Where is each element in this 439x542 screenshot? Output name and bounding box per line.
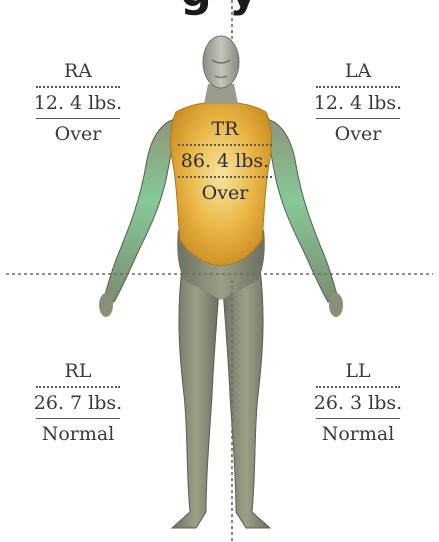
segment-ll-rule-top — [316, 386, 400, 388]
segment-rl-rule-bottom — [36, 418, 120, 419]
segment-ra-weight: 12. 4 lbs. — [28, 90, 128, 116]
segment-tr: TR 86. 4 lbs. Over — [170, 116, 280, 206]
segment-rl-status: Normal — [28, 421, 128, 447]
segment-tr-name: TR — [170, 116, 280, 142]
segment-rl-weight: 26. 7 lbs. — [28, 390, 128, 416]
segment-ra-rule-top — [36, 86, 120, 88]
segment-ra-rule-bottom — [36, 118, 120, 119]
segment-tr-rule-top — [178, 144, 272, 146]
segment-la-rule-top — [316, 86, 400, 88]
segment-ra-name: RA — [28, 58, 128, 84]
segment-ll-status: Normal — [308, 421, 408, 447]
segment-ra: RA 12. 4 lbs. Over — [28, 58, 128, 147]
segment-tr-weight: 86. 4 lbs. — [170, 148, 280, 174]
segment-la-weight: 12. 4 lbs. — [308, 90, 408, 116]
segment-ll: LL 26. 3 lbs. Normal — [308, 358, 408, 447]
left-hand — [329, 293, 343, 317]
segment-ra-status: Over — [28, 121, 128, 147]
segment-tr-status: Over — [170, 180, 280, 206]
segment-tr-rule-bottom — [178, 176, 272, 178]
head — [203, 36, 239, 88]
segment-ll-name: LL — [308, 358, 408, 384]
segment-rl: RL 26. 7 lbs. Normal — [28, 358, 128, 447]
right-leg — [172, 268, 220, 528]
segment-rl-name: RL — [28, 358, 128, 384]
right-hand — [99, 293, 113, 317]
segment-la-status: Over — [308, 121, 408, 147]
segment-ll-rule-bottom — [316, 418, 400, 419]
left-leg — [222, 268, 270, 528]
segment-la: LA 12. 4 lbs. Over — [308, 58, 408, 147]
segment-la-rule-bottom — [316, 118, 400, 119]
segment-la-name: LA — [308, 58, 408, 84]
segment-rl-rule-top — [36, 386, 120, 388]
segment-ll-weight: 26. 3 lbs. — [308, 390, 408, 416]
